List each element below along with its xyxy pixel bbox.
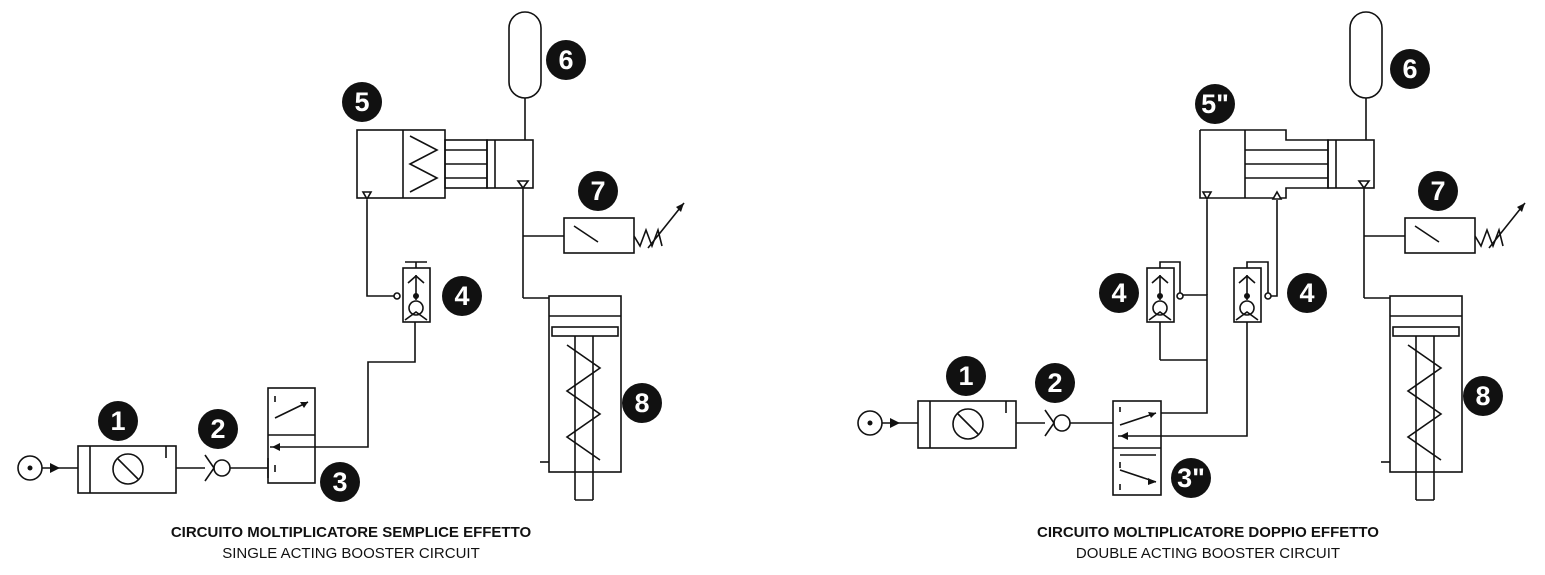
caption-title-italian: CIRCUITO MOLTIPLICATORE DOPPIO EFFETTO (1037, 524, 1379, 541)
callout-5-double-prime: 5" (1201, 89, 1229, 119)
check-valve-symbol (1044, 409, 1113, 437)
single-acting-circuit: 1 2 3 4 5 6 7 8 CIRCUITO MOLTIPLICATORE … (17, 11, 685, 562)
callout-badge: 4 (442, 276, 482, 316)
callout-5: 5 (354, 87, 369, 117)
callout-8: 8 (1475, 381, 1490, 411)
callout-badge: 8 (1463, 376, 1503, 416)
callout-7: 7 (1430, 176, 1445, 206)
directional-valve-3-2-symbol (267, 387, 316, 484)
callout-badge: 6 (1390, 49, 1430, 89)
callout-4-right: 4 (1299, 278, 1314, 308)
callout-badge: 7 (578, 171, 618, 211)
caption-title-italian: CIRCUITO MOLTIPLICATORE SEMPLICE EFFETTO (171, 524, 532, 541)
filter-regulator-symbol (917, 400, 1017, 449)
accumulator-symbol (508, 11, 542, 140)
booster-symbol (356, 129, 534, 201)
pressure-switch-symbol (1404, 202, 1526, 254)
caption-title-english: DOUBLE ACTING BOOSTER CIRCUIT (1076, 545, 1340, 562)
callout-badge: 4 (1287, 273, 1327, 313)
air-source-symbol (17, 455, 78, 481)
quick-exhaust-valve-symbol (1233, 200, 1278, 323)
callout-badge: 7 (1418, 171, 1458, 211)
callout-8: 8 (634, 388, 649, 418)
callout-6: 6 (558, 45, 573, 75)
callout-badge: 3 (320, 462, 360, 502)
callout-4-left: 4 (1111, 278, 1126, 308)
quick-exhaust-valve-symbol (1146, 261, 1184, 323)
callout-badge: 1 (946, 356, 986, 396)
callout-badge: 5" (1195, 84, 1235, 124)
callout-badge: 4 (1099, 273, 1139, 313)
booster-symbol (1199, 129, 1375, 201)
callout-2: 2 (210, 414, 225, 444)
cylinder-symbol (523, 295, 622, 501)
callout-badge: 6 (546, 40, 586, 80)
accumulator-symbol (1349, 11, 1383, 140)
callout-4: 4 (454, 281, 469, 311)
check-valve-symbol (204, 454, 268, 482)
directional-valve-5-2-symbol (1112, 400, 1162, 496)
callout-badge: 8 (622, 383, 662, 423)
callout-1: 1 (110, 406, 125, 436)
callout-6: 6 (1402, 54, 1417, 84)
callout-2: 2 (1047, 368, 1062, 398)
quick-exhaust-valve-symbol (393, 261, 431, 323)
callout-7: 7 (590, 176, 605, 206)
callout-3-double-prime: 3" (1177, 463, 1205, 493)
cylinder-symbol (1364, 295, 1463, 501)
callout-1: 1 (958, 361, 973, 391)
callout-badge: 1 (98, 401, 138, 441)
air-source-symbol (857, 410, 918, 436)
callout-3: 3 (332, 467, 347, 497)
filter-regulator-symbol (77, 445, 177, 494)
callout-badge: 5 (342, 82, 382, 122)
double-acting-circuit: 1 2 3" 4 4 5" 6 7 8 CIRCUITO MOLTIPLICAT… (857, 11, 1526, 562)
callout-badge: 2 (1035, 363, 1075, 403)
pressure-switch-symbol (563, 202, 685, 254)
caption-title-english: SINGLE ACTING BOOSTER CIRCUIT (222, 545, 480, 562)
callout-badge: 3" (1171, 458, 1211, 498)
callout-badge: 2 (198, 409, 238, 449)
